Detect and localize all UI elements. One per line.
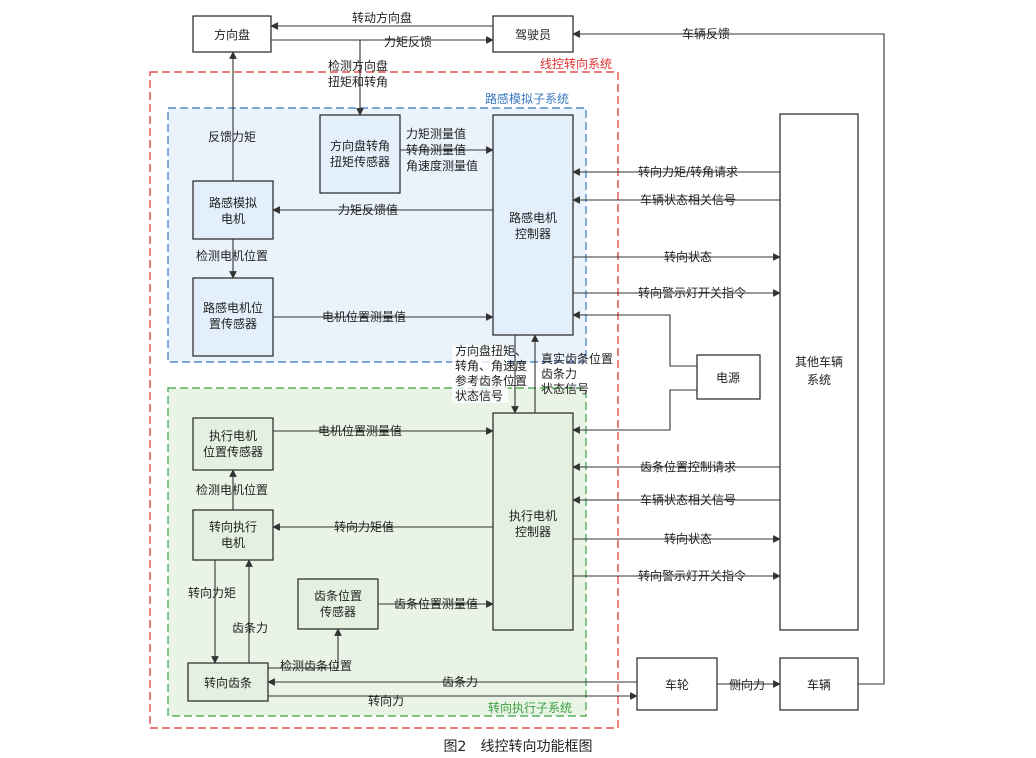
arrow-power-to-road-controller <box>572 311 697 367</box>
label-vehicle-state-2: 车辆状态相关信号 <box>640 492 736 507</box>
exec-motor-position-sensor-label-line1: 执行电机 <box>209 429 257 443</box>
label-detect-motor-position-1: 检测电机位置 <box>196 248 268 263</box>
label-measured-line2: 转角测量值 <box>406 142 466 157</box>
driver-box <box>492 15 574 53</box>
road-feel-motor-controller-box <box>492 114 574 336</box>
label-rack-force-1: 齿条力 <box>232 621 268 635</box>
road-feel-motor-position-sensor-label-line1: 路感电机位 <box>203 300 263 315</box>
label-motor-position-measured-2: 电机位置测量值 <box>318 423 402 438</box>
road-feel-motor-position-sensor-box <box>192 277 274 357</box>
power-supply-box <box>696 354 761 400</box>
steering-wheel-box <box>192 15 272 53</box>
label-detect-wheel-line1: 检测方向盘 <box>328 58 388 73</box>
label-up-signals-line1: 真实齿条位置 <box>541 351 613 366</box>
arrow-power-to-exec-controller <box>572 389 697 434</box>
steering-rack-label: 转向齿条 <box>204 675 252 690</box>
steering-exec-motor-label-line1: 转向执行 <box>209 519 257 534</box>
label-turn-wheel: 转动方向盘 <box>352 10 412 25</box>
label-torque-feedback: 力矩反馈 <box>384 35 432 49</box>
label-lateral-force: 侧向力 <box>729 677 765 692</box>
label-down-signals-line4: 状态信号 <box>455 389 503 403</box>
label-steer-request: 转向力矩/转角请求 <box>638 164 738 179</box>
other-vehicle-systems-box <box>779 113 859 631</box>
arrow-detect-rack-position <box>268 628 342 669</box>
vehicle-label: 车辆 <box>807 677 831 692</box>
exec-motor-controller-box <box>492 412 574 631</box>
label-steer-status-1: 转向状态 <box>664 249 712 264</box>
road-feel-subsystem-label: 路感模拟子系统 <box>485 91 569 106</box>
label-detect-rack-position: 检测齿条位置 <box>280 658 352 673</box>
steering-exec-motor-box <box>192 509 274 561</box>
other-vehicle-systems-label-line1: 其他车辆 <box>795 354 843 369</box>
figure-caption: 图2 线控转向功能框图 <box>444 739 593 755</box>
wheel-angle-torque-sensor-box <box>319 114 401 194</box>
label-warning-light-2: 转向警示灯开关指令 <box>638 568 746 583</box>
exec-motor-controller-label-line1: 执行电机 <box>509 509 557 523</box>
label-steer-torque: 转向力矩 <box>188 585 236 600</box>
driver-label: 驾驶员 <box>515 27 551 42</box>
label-vehicle-state-1: 车辆状态相关信号 <box>640 192 736 207</box>
label-measured-line1: 力矩测量值 <box>406 126 466 141</box>
wheel-angle-torque-sensor-label-line2: 扭矩传感器 <box>330 154 390 169</box>
label-down-signals-line2: 转角、角速度 <box>455 358 527 373</box>
tire-box <box>636 657 718 711</box>
rack-position-sensor-label-line1: 齿条位置 <box>314 588 362 603</box>
road-feel-motor-label-line2: 电机 <box>221 212 245 226</box>
power-supply-label: 电源 <box>716 371 740 385</box>
label-rack-force-2: 齿条力 <box>442 675 478 689</box>
label-feedback-torque: 反馈力矩 <box>208 130 256 144</box>
other-vehicle-systems-label-line2: 系统 <box>807 373 831 387</box>
exec-motor-position-sensor-label-line2: 位置传感器 <box>203 444 263 459</box>
rack-position-sensor-box <box>297 578 379 630</box>
road-feel-motor-label-line1: 路感模拟 <box>209 195 257 210</box>
label-warning-light-1: 转向警示灯开关指令 <box>638 285 746 300</box>
label-motor-position-measured-1: 电机位置测量值 <box>322 309 406 324</box>
road-feel-motor-controller-label-line1: 路感电机 <box>509 210 557 225</box>
label-up-signals-line3: 状态信号 <box>541 382 589 396</box>
label-rack-position-request: 齿条位置控制请求 <box>640 459 736 474</box>
exec-motor-controller-label-line2: 控制器 <box>515 525 551 539</box>
steer-by-wire-system-region <box>149 71 619 729</box>
label-steer-status-2: 转向状态 <box>664 531 712 546</box>
label-torque-feedback-value: 力矩反馈值 <box>338 202 398 217</box>
wheel-angle-torque-sensor-label-line1: 方向盘转角 <box>330 138 390 153</box>
label-rack-position-measured: 齿条位置测量值 <box>394 596 478 611</box>
steering-exec-subsystem-label: 转向执行子系统 <box>488 700 572 715</box>
label-detect-wheel-line2: 扭矩和转角 <box>328 74 388 89</box>
exec-motor-position-sensor-box <box>192 417 274 471</box>
label-vehicle-feedback: 车辆反馈 <box>682 26 730 41</box>
road-feel-motor-box <box>192 180 274 240</box>
steering-wheel-label: 方向盘 <box>214 27 250 42</box>
label-up-signals-line2: 齿条力 <box>541 367 577 381</box>
steer-by-wire-system-label: 线控转向系统 <box>540 56 612 71</box>
road-feel-motor-position-sensor-label-line2: 置传感器 <box>209 316 257 331</box>
road-feel-motor-controller-label-line2: 控制器 <box>515 227 551 241</box>
steering-rack-box <box>187 662 269 702</box>
label-steer-force: 转向力 <box>368 693 404 708</box>
label-down-signals-line1: 方向盘扭矩、 <box>455 343 527 358</box>
label-measured-line3: 角速度测量值 <box>406 158 478 173</box>
arrow-vehicle-feedback <box>572 30 885 685</box>
vehicle-box <box>779 657 859 711</box>
tire-label: 车轮 <box>665 677 689 692</box>
label-detect-motor-position-2: 检测电机位置 <box>196 482 268 497</box>
steering-exec-motor-label-line2: 电机 <box>221 536 245 550</box>
label-down-signals-line3: 参考齿条位置 <box>455 373 527 388</box>
label-steer-torque-value: 转向力矩值 <box>334 519 394 534</box>
rack-position-sensor-label-line2: 传感器 <box>320 604 356 619</box>
